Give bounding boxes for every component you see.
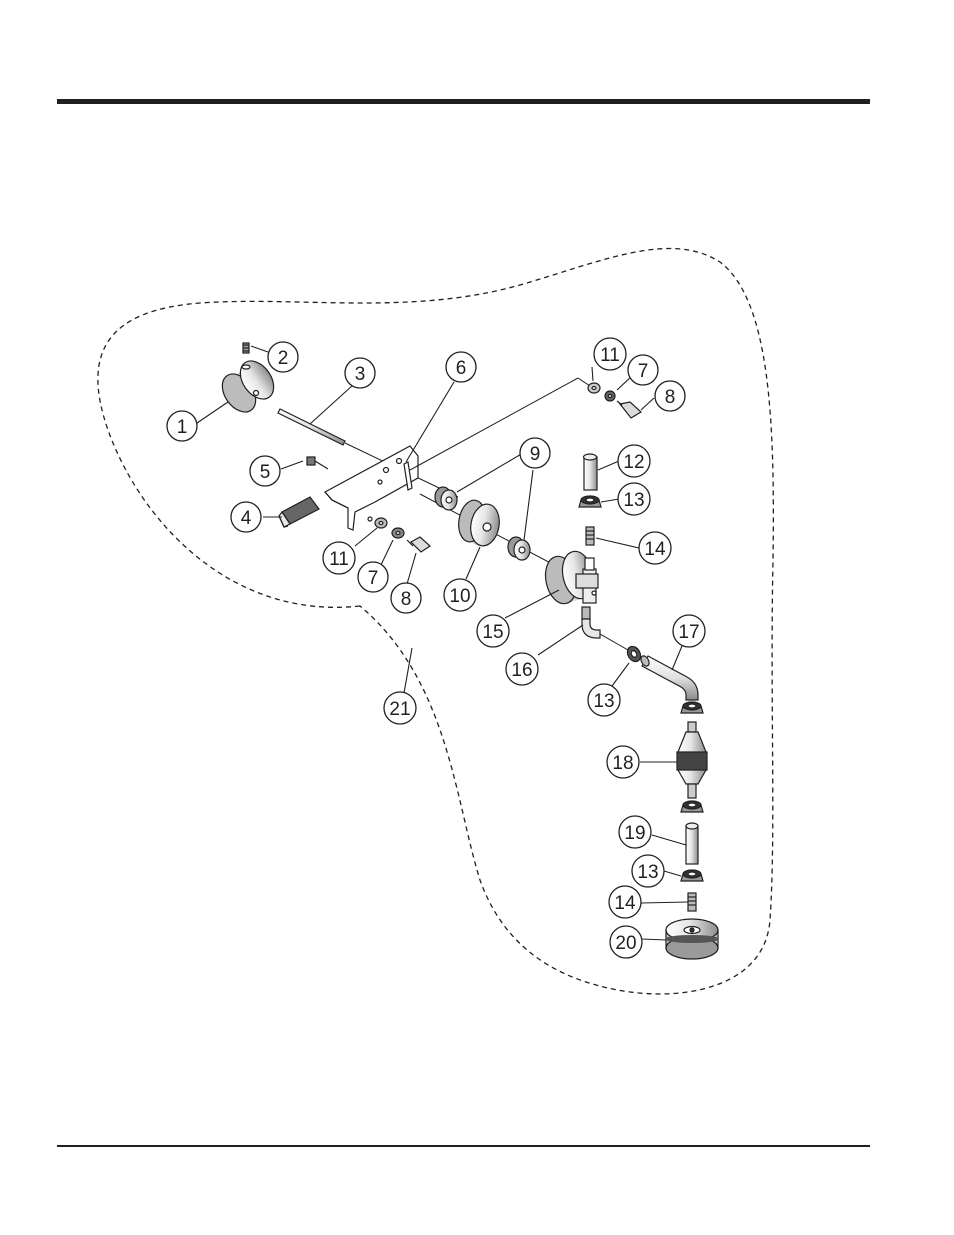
callout-5-label: 5 xyxy=(260,462,271,483)
callout-13-lower-label: 13 xyxy=(637,862,658,883)
callout-10: 10 xyxy=(444,579,476,611)
base-20-part xyxy=(665,919,719,959)
callout-9-label: 9 xyxy=(530,444,541,465)
callout-18-label: 18 xyxy=(612,753,633,774)
callout-16-label: 16 xyxy=(511,660,532,681)
kit-boundary xyxy=(98,249,773,994)
callout-17: 17 xyxy=(673,615,705,647)
callout-11-lower: 11 xyxy=(323,542,355,574)
housing-15-part xyxy=(541,548,598,606)
callout-16: 16 xyxy=(506,653,538,685)
callout-12-label: 12 xyxy=(623,452,644,473)
callout-18: 18 xyxy=(607,746,639,778)
callout-14-lower: 14 xyxy=(609,886,641,918)
callout-13-lower: 13 xyxy=(632,855,664,887)
callout-1: 1 xyxy=(167,411,197,441)
callout-13-middle: 13 xyxy=(588,684,620,716)
callout-14-upper: 14 xyxy=(639,532,671,564)
callout-20: 20 xyxy=(610,926,642,958)
grip-part xyxy=(279,497,319,527)
callout-7-lower-label: 7 xyxy=(368,568,379,589)
spacer-9-upper xyxy=(435,487,457,510)
washer-7-upper xyxy=(605,391,615,401)
callout-15-label: 15 xyxy=(482,622,503,643)
set-screw-part xyxy=(242,343,250,369)
callout-4-label: 4 xyxy=(241,508,252,529)
callout-3-label: 3 xyxy=(355,364,366,385)
bolt-8-upper xyxy=(617,401,641,418)
callout-21-label: 21 xyxy=(389,699,410,720)
callout-11-upper: 11 xyxy=(594,338,626,370)
pulley-10-part xyxy=(456,498,503,548)
callout-19: 19 xyxy=(619,816,651,848)
tube-17-part xyxy=(639,654,698,700)
callout-8-lower: 8 xyxy=(391,583,421,613)
tube-19-part xyxy=(686,823,698,864)
callout-21: 21 xyxy=(384,692,416,724)
callout-9: 9 xyxy=(520,438,550,468)
callout-2-label: 2 xyxy=(278,348,289,369)
callout-12: 12 xyxy=(618,445,650,477)
callout-6-label: 6 xyxy=(456,358,467,379)
callout-14-upper-label: 14 xyxy=(644,539,666,560)
nut-13-lower-b xyxy=(681,801,703,812)
tube-12-part xyxy=(584,454,598,490)
callout-11-lower-label: 11 xyxy=(329,549,349,570)
nut-13-upper xyxy=(579,496,601,507)
callout-8-upper: 8 xyxy=(655,381,685,411)
nut-13-middle xyxy=(625,644,643,664)
callout-19-label: 19 xyxy=(624,823,645,844)
callout-10-label: 10 xyxy=(449,586,470,607)
callout-3: 3 xyxy=(345,358,375,388)
callout-14-lower-label: 14 xyxy=(614,893,636,914)
callout-20-label: 20 xyxy=(615,933,636,954)
callout-15: 15 xyxy=(477,615,509,647)
callout-13-middle-label: 13 xyxy=(593,691,614,712)
callout-7-upper: 7 xyxy=(628,355,658,385)
callout-13-upper: 13 xyxy=(618,483,650,515)
washer-11-lower xyxy=(375,518,387,528)
callout-8-lower-label: 8 xyxy=(401,589,412,610)
inline-18-part xyxy=(677,722,707,798)
elbow-16-part xyxy=(582,607,628,650)
bolt-8-lower xyxy=(407,537,430,552)
washer-11-upper xyxy=(588,383,600,393)
callout-7-lower: 7 xyxy=(358,562,388,592)
callout-13-upper-label: 13 xyxy=(623,490,644,511)
spacer-9-lower xyxy=(508,537,530,560)
leader-lines xyxy=(197,346,688,940)
fitting-14-lower xyxy=(688,893,696,911)
callout-6: 6 xyxy=(446,352,476,382)
callout-11-upper-label: 11 xyxy=(600,345,620,366)
nut-13-lower-a xyxy=(681,702,703,713)
screw-5-part xyxy=(307,457,328,469)
fitting-14-upper xyxy=(586,527,594,545)
nut-13-lower-c xyxy=(681,870,703,881)
callout-8-upper-label: 8 xyxy=(665,387,676,408)
callout-5: 5 xyxy=(250,456,280,486)
callout-1-label: 1 xyxy=(177,417,188,438)
washer-7-lower xyxy=(392,528,404,538)
callout-4: 4 xyxy=(231,502,261,532)
callout-17-label: 17 xyxy=(678,622,699,643)
callout-2: 2 xyxy=(268,342,298,372)
callout-7-upper-label: 7 xyxy=(638,361,649,382)
